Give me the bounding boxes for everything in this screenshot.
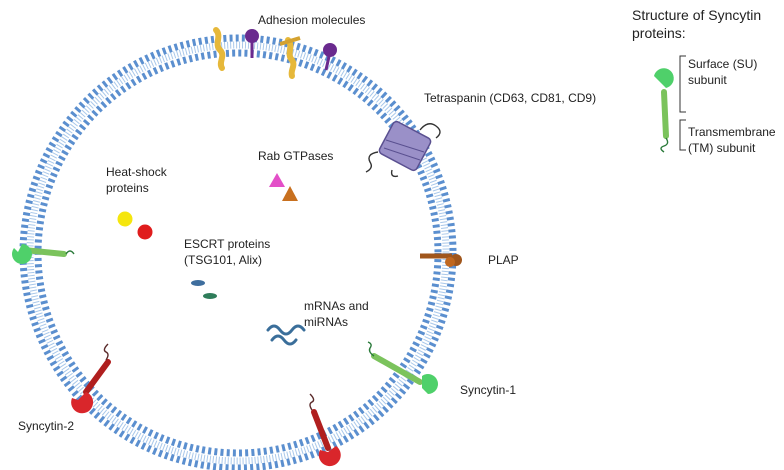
label-heat-shock-1: Heat-shock — [106, 165, 167, 179]
plap-icon — [420, 253, 462, 267]
label-syncytin-1: Syncytin-1 — [460, 383, 517, 397]
escrt-protein-icon — [191, 280, 217, 299]
legend-tm-1: Transmembrane — [688, 125, 776, 139]
syncytin-1-icon — [367, 341, 439, 394]
label-escrt-2: (TSG101, Alix) — [184, 253, 263, 267]
syncytin-1-left-icon — [12, 244, 75, 264]
syncytin-2-bottom-icon — [309, 393, 341, 467]
legend-su-2: subunit — [688, 73, 727, 87]
adhesion-molecule-icon — [213, 27, 337, 79]
label-adhesion-molecules: Adhesion molecules — [258, 13, 366, 27]
label-mrna-2: miRNAs — [304, 315, 348, 329]
label-mrna-1: mRNAs and — [304, 299, 369, 313]
label-heat-shock-2: proteins — [106, 181, 149, 195]
legend-syncytin-structure-icon — [654, 55, 686, 153]
tetraspanin-icon — [365, 120, 441, 178]
rna-icon — [266, 324, 306, 346]
label-syncytin-2: Syncytin-2 — [18, 419, 75, 433]
label-escrt-1: ESCRT proteins — [184, 237, 271, 251]
heat-shock-protein-icon — [117, 211, 153, 240]
label-tetraspanin: Tetraspanin (CD63, CD81, CD9) — [424, 91, 597, 105]
syncytin-2-icon — [71, 343, 111, 414]
legend-su-1: Surface (SU) — [688, 57, 758, 71]
legend-title-1: Structure of Syncytin — [632, 7, 762, 23]
legend-title-2: proteins: — [632, 25, 686, 41]
label-plap: PLAP — [488, 253, 519, 267]
legend-tm-2: (TM) subunit — [688, 141, 756, 155]
label-rab-gtpases: Rab GTPases — [258, 149, 334, 163]
rab-gtpase-icon — [269, 173, 298, 201]
